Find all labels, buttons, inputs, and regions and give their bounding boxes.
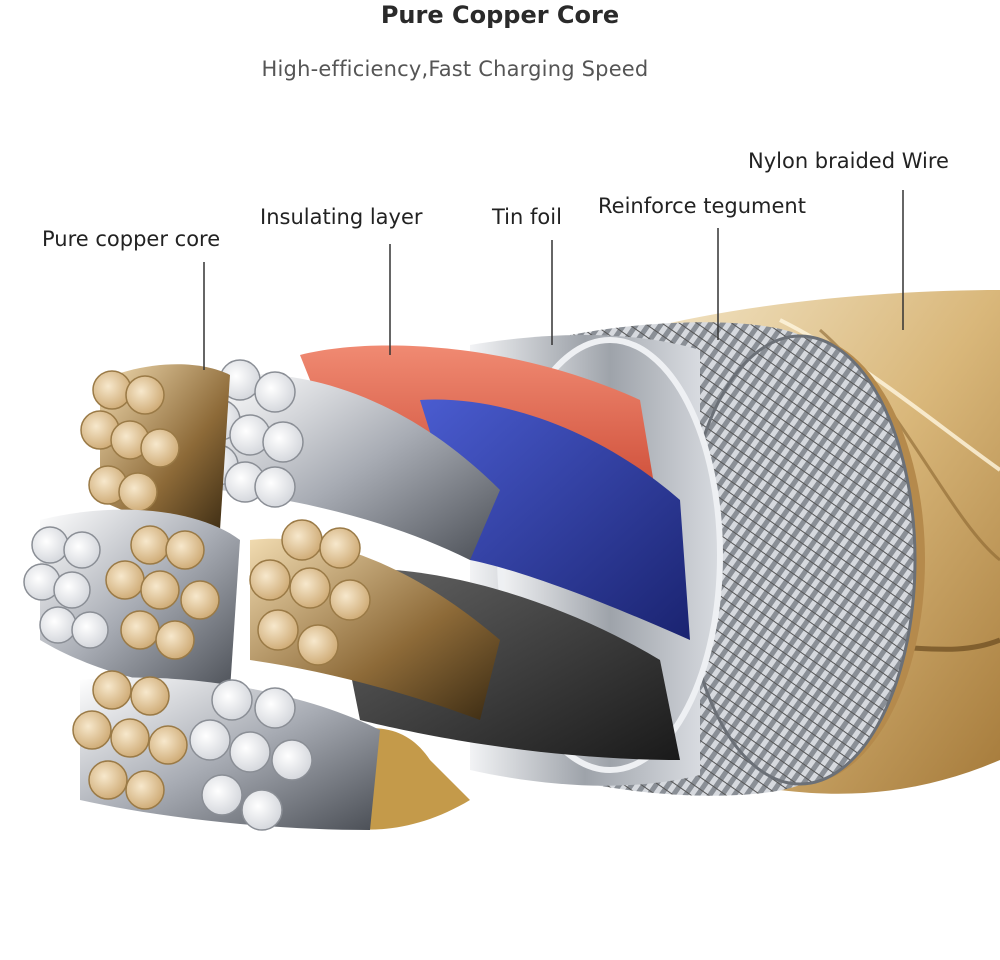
label-reinforce-tegument: Reinforce tegument (598, 194, 806, 218)
label-nylon-braided-wire: Nylon braided Wire (748, 149, 949, 173)
label-insulating-layer: Insulating layer (260, 205, 423, 229)
label-tin-foil: Tin foil (492, 205, 562, 229)
label-pure-copper-core: Pure copper core (42, 227, 221, 251)
mixed-strand-bundle-lower (72, 670, 380, 831)
mixed-strand-bundle-left (23, 509, 240, 690)
copper-strand-bundle-center (249, 519, 500, 720)
silver-strand-bundle-upper (197, 359, 500, 560)
leader-lines (203, 190, 904, 370)
page-subtitle: High-efficiency,Fast Charging Speed (261, 57, 649, 81)
page-title: Pure Copper Core (380, 1, 620, 29)
blue-insulated-wire (420, 399, 690, 640)
copper-strand-bundle-left (80, 364, 230, 530)
